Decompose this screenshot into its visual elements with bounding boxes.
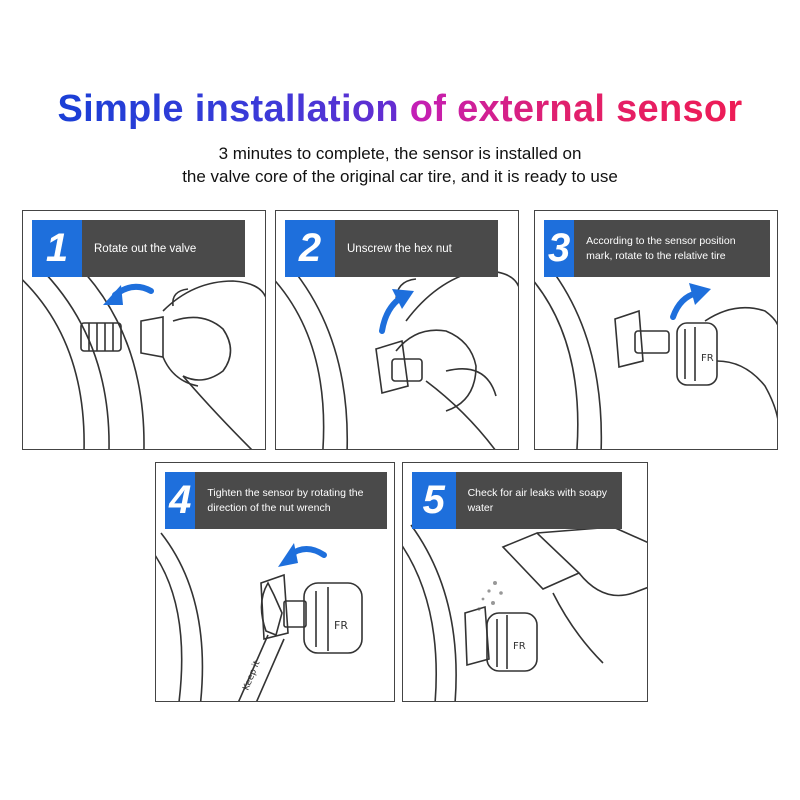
step-1-panel: 1 Rotate out the valve [22,210,266,450]
step-2-illustration [276,260,518,449]
step-3-text: According to the sensor position mark, r… [586,234,736,262]
svg-text:FR: FR [513,641,526,652]
subtitle-line-2: the valve core of the original car tire,… [182,167,618,186]
step-4-illustration: FR Keep it [156,532,363,701]
step-1-header: 1 Rotate out the valve [32,220,245,277]
arrowhead-icon [392,289,414,309]
water-spray [477,581,503,611]
step-2-text: Unscrew the hex nut [347,242,452,255]
step-4-number: 4 [165,472,196,529]
step-2-number: 2 [285,220,335,277]
svg-text:Keep it: Keep it [242,659,263,692]
step-1-text: Rotate out the valve [94,242,197,255]
page-title: Simple installation of external sensor [0,88,800,131]
step-3-header: 3 According to the sensor position mark,… [544,220,770,277]
subtitle-line-1: 3 minutes to complete, the sensor is ins… [218,144,582,163]
step-3-illustration: FR [535,260,777,449]
arrowhead-icon [689,283,711,305]
arrowhead-icon [278,543,298,567]
step-5-text: Check for air leaks with soapy water [467,486,608,514]
step-5-panel: FR 5 Check for air leaks with soapy wate… [402,462,648,702]
step-3-number: 3 [544,220,575,277]
step-2-header: 2 Unscrew the hex nut [285,220,498,277]
step-4-text: Tighten the sensor by rotating the direc… [207,486,364,514]
step-5-number: 5 [412,472,456,529]
step-5-header: 5 Check for air leaks with soapy water [412,472,622,529]
svg-text:FR: FR [334,619,348,632]
step-2-panel: 2 Unscrew the hex nut [275,210,519,450]
title-part-2: of external sensor [409,88,743,130]
svg-text:FR: FR [701,353,714,364]
title-part-1: Simple installation [57,88,410,130]
step-4-panel: FR Keep it 4 Tighten the sensor by rotat… [155,462,395,702]
step-1-number: 1 [32,220,82,277]
step-4-header: 4 Tighten the sensor by rotating the dir… [165,472,387,529]
arrowhead-icon [103,285,123,305]
step-3-panel: FR 3 According to the sensor position ma… [534,210,778,450]
